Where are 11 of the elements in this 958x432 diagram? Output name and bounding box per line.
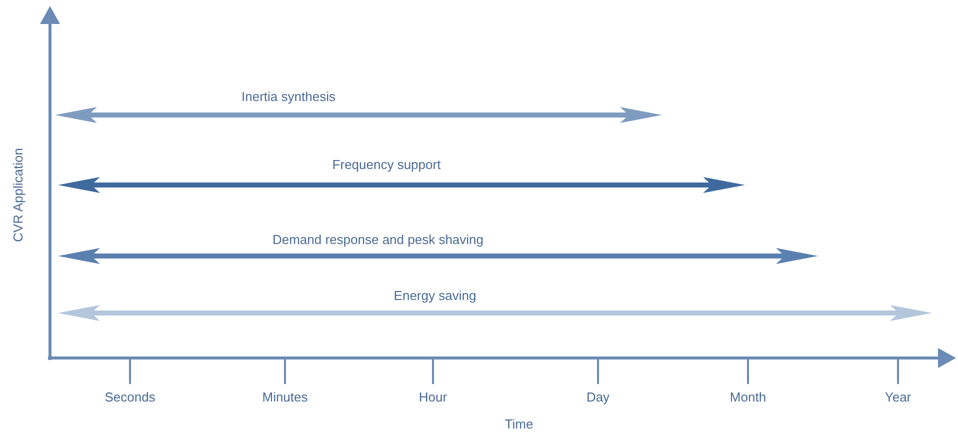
tick-label: Minutes — [262, 390, 308, 404]
tick-label: Day — [586, 390, 610, 404]
axis-title: CVR Application — [10, 148, 26, 242]
range-label: Frequency support — [331, 157, 442, 172]
range-label: Inertia synthesis — [240, 89, 336, 104]
range-label: Energy saving — [392, 288, 478, 303]
tick-label: Year — [884, 390, 912, 404]
tick-label: Month — [730, 390, 766, 404]
tick-label: Hour — [418, 390, 448, 404]
tick-label: Seconds — [104, 390, 156, 404]
axis-title: Time — [504, 416, 534, 432]
